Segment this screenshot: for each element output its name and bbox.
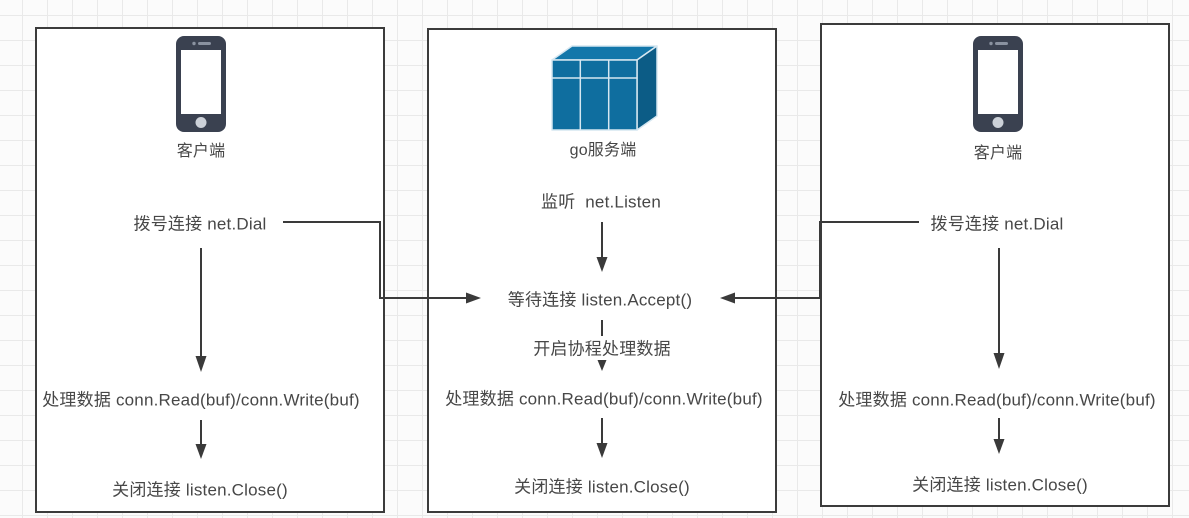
step-listen: 监听 net.Listen <box>541 192 661 212</box>
panel-go-server <box>427 28 777 513</box>
client-left-label: 客户端 <box>176 143 226 160</box>
step-goroutine: 开启协程处理数据 <box>533 339 671 359</box>
step-mid-close: 关闭连接 listen.Close() <box>514 477 690 497</box>
step-right-close: 关闭连接 listen.Close() <box>912 475 1088 495</box>
step-right-process: 处理数据 conn.Read(buf)/conn.Write(buf) <box>838 390 1156 410</box>
step-mid-process: 处理数据 conn.Read(buf)/conn.Write(buf) <box>445 389 763 409</box>
step-left-process: 处理数据 conn.Read(buf)/conn.Write(buf) <box>42 390 360 410</box>
step-left-close: 关闭连接 listen.Close() <box>112 480 288 500</box>
go-server-label: go服务端 <box>569 142 637 159</box>
client-right-label: 客户端 <box>973 145 1023 162</box>
step-left-dial: 拨号连接 net.Dial <box>133 214 267 234</box>
panel-client-right <box>820 23 1170 507</box>
step-right-dial: 拨号连接 net.Dial <box>930 214 1064 234</box>
step-accept: 等待连接 listen.Accept() <box>507 290 693 310</box>
panel-client-left <box>35 27 385 513</box>
